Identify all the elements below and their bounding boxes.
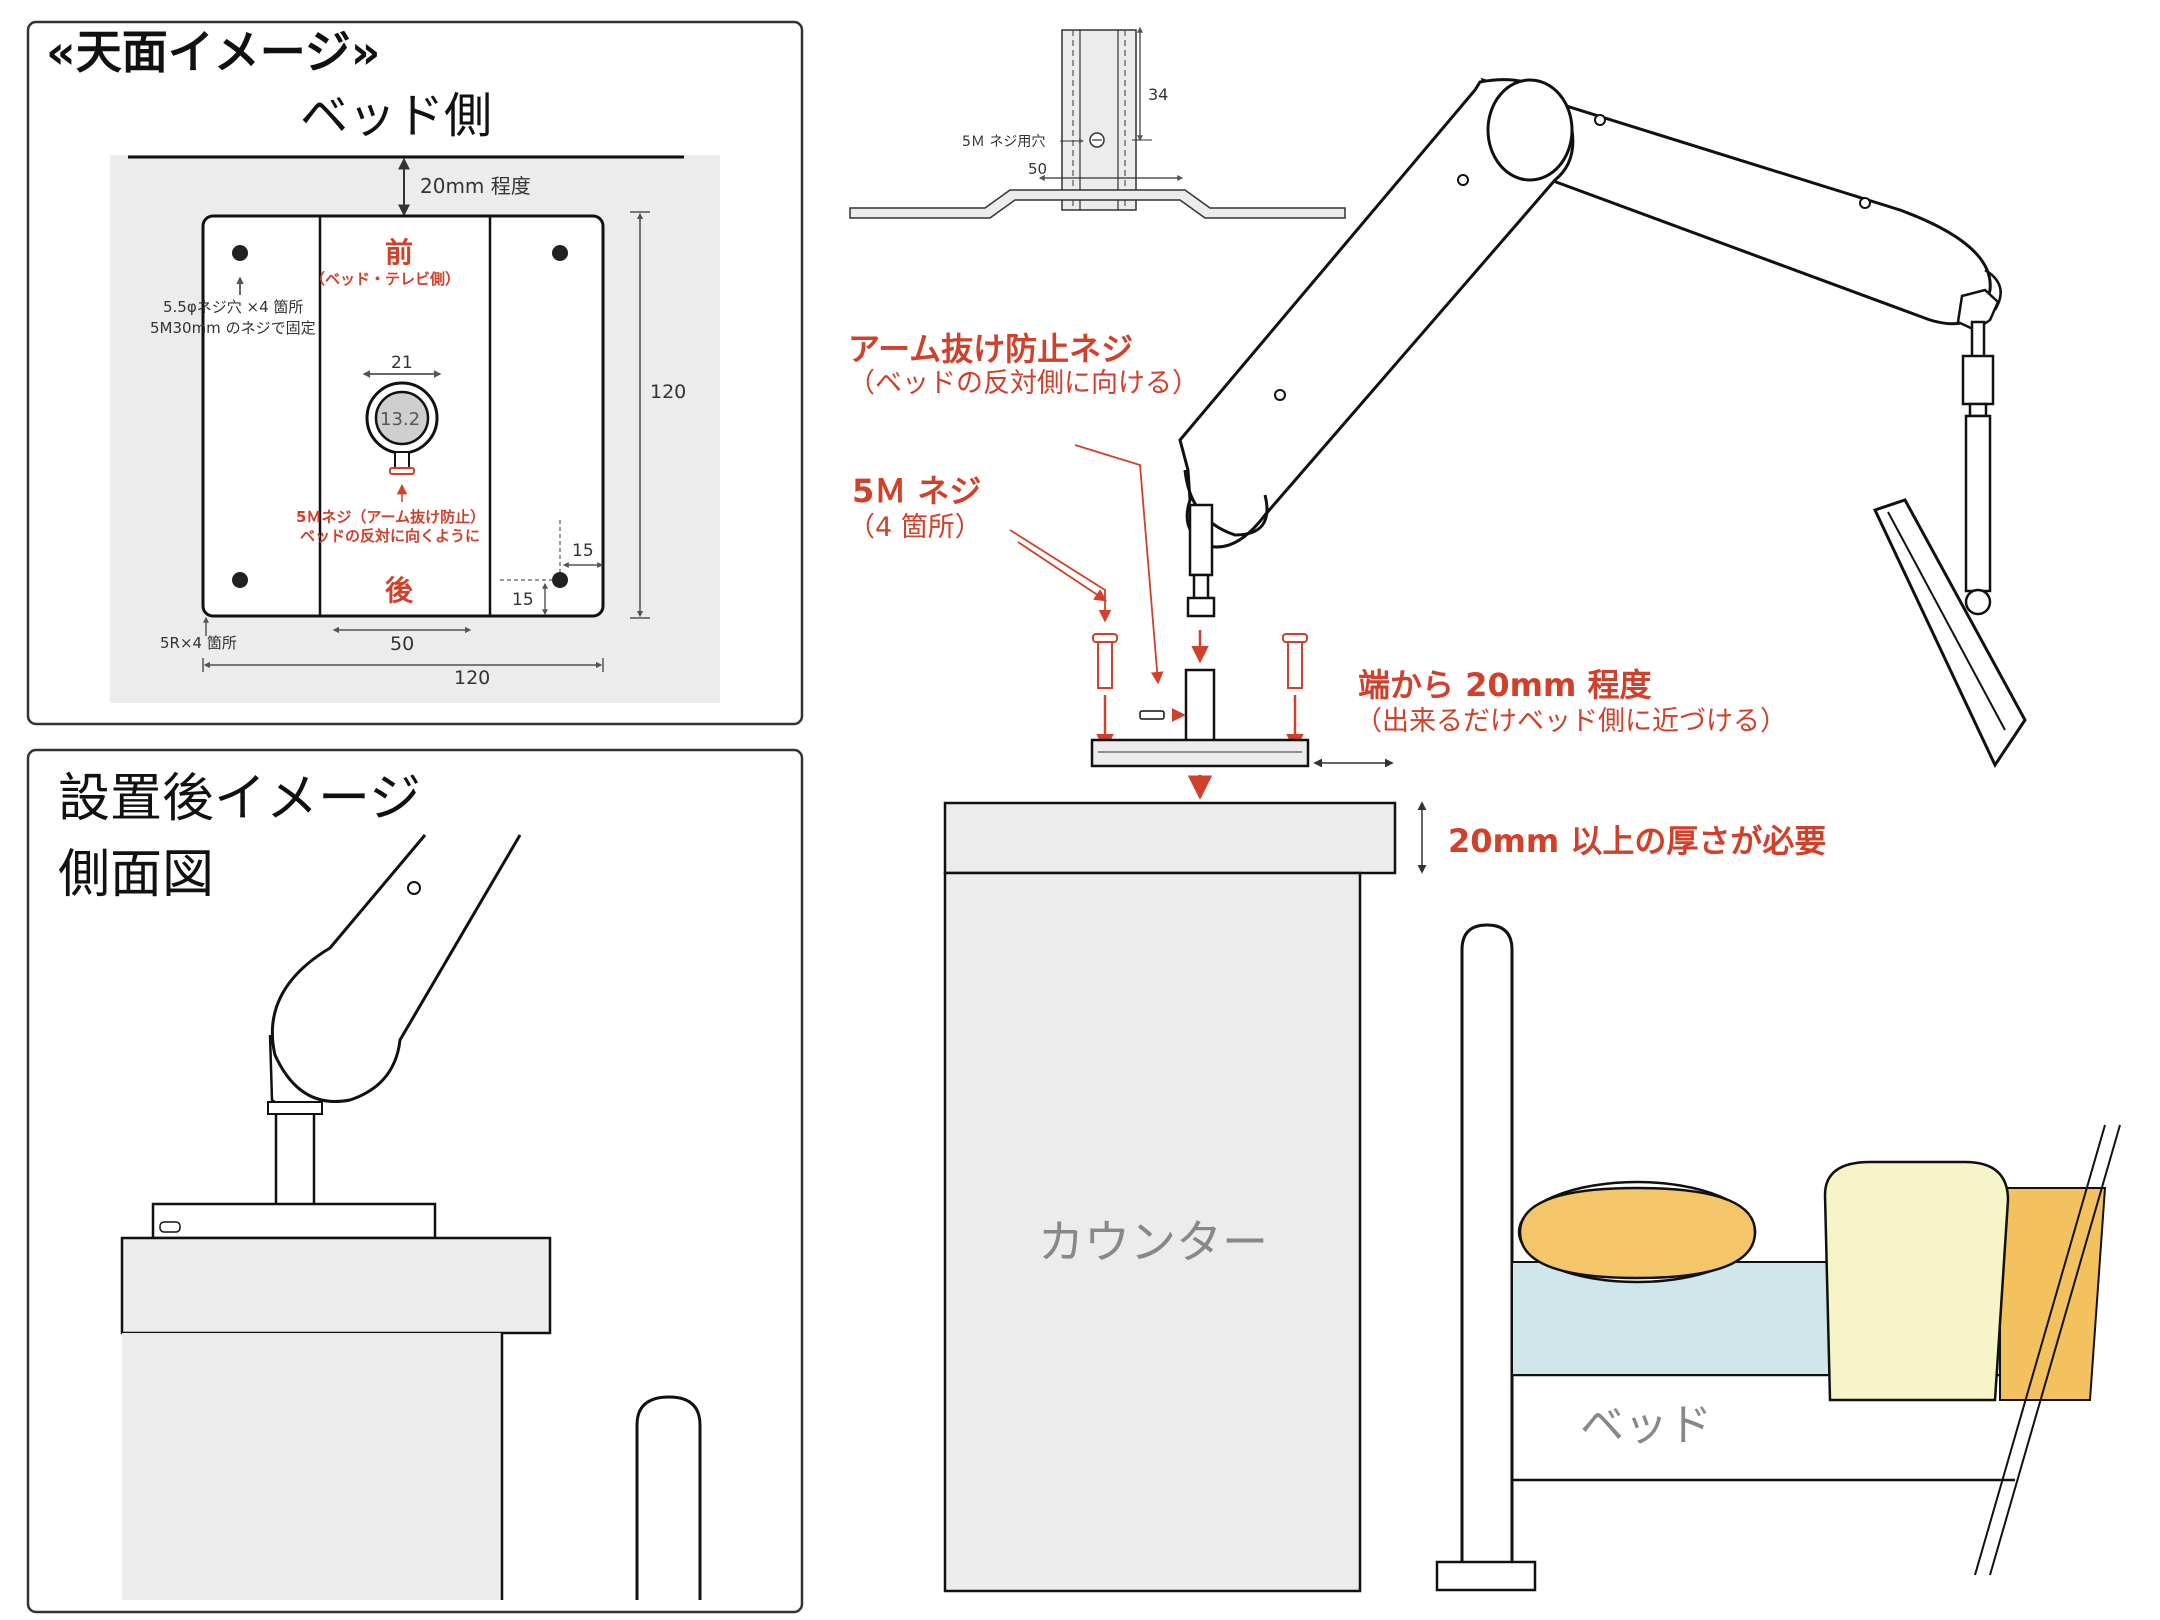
pillow [1518,1186,1757,1280]
side-plate [151,1202,437,1240]
hole-label: 5Ｍ ネジ用穴 [962,134,1045,150]
bed: ベッド [1435,923,2121,1592]
counter-label: カウンター [1038,1215,1268,1269]
m5-sub: （4 箇所） [848,512,982,543]
dim-15-b: 15 [512,590,534,610]
assembly-plate [1090,738,1310,768]
screw-hole-4 [552,572,568,588]
thickness-label: 20mm 以上の厚さが必要 [1448,822,1826,860]
screw-right [1287,637,1303,689]
screw-left [1097,637,1113,689]
m5-title: 5Ｍ ネジ [852,472,981,510]
dim-120-horizontal: 120 [454,667,490,689]
anti-pullout-sub: （ベッドの反対側に向ける） [848,368,1199,399]
detail-dim-50: 50 [1028,160,1047,178]
side-bed-post [635,1395,702,1600]
dim-15-a: 15 [572,541,594,561]
counter-body [943,871,1362,1593]
counter: カウンター [943,801,1397,1593]
gap-label: 20mm 程度 [420,174,531,198]
side-view-title-2: 側面図 [58,845,214,905]
detail-plate-profile [849,189,1346,219]
edge-sub: （出来るだけベッド側に近づける） [1355,706,1787,737]
counter-top [943,801,1397,875]
anti-pullout-title: アーム抜け防止ネジ [848,330,1133,368]
side-view-title-1: 設置後イメージ [58,769,421,829]
side-counter-body [122,1333,502,1600]
screw-hole-3 [232,572,248,588]
dim-21: 21 [391,353,413,373]
cushion [1823,1160,2010,1402]
callouts: アーム抜け防止ネジ （ベッドの反対側に向ける） 5Ｍ ネジ （4 箇所） 端から… [848,330,1826,874]
m5-note-2: ベッドの反対に向くように [300,527,480,545]
radius-note: 5R×4 箇所 [160,634,237,652]
top-view-title: «天面イメージ» [46,25,381,79]
dim-13-2: 13.2 [380,409,420,430]
dim-120-vertical: 120 [650,381,686,403]
screw-hole-note-1: 5.5φネジ穴 ×4 箇所 [163,298,303,316]
side-arm-segment [270,834,522,1103]
arm-illustration [1178,77,2027,769]
m5-note-1: 5Ｍネジ（アーム抜け防止） [296,508,485,526]
bed-side-label: ベッド側 [300,88,492,144]
front-label: 前 [385,236,413,269]
bed-label: ベッド [1580,1400,1712,1451]
side-counter-top [120,1236,552,1335]
side-pole [274,1108,316,1210]
side-view-panel: 設置後イメージ 側面図 [26,748,804,1614]
screw-hole-2 [552,245,568,261]
headboard [1999,1187,2107,1401]
edge-title: 端から 20mm 程度 [1358,666,1652,704]
top-view-panel: «天面イメージ» ベッド側 20mm 程度 前 （ベッド・テレビ側） 5.5φネ… [26,20,804,726]
screw-hole-1 [232,245,248,261]
detail-drawing: 34 5Ｍ ネジ用穴 50 [849,26,1346,219]
bed-post [1460,923,1514,1562]
screw-hole-note-2: 5M30mm のネジで固定 [150,319,316,337]
arm-upper-segment [1480,77,1992,326]
front-sub-label: （ベッド・テレビ側） [310,270,460,288]
back-label: 後 [385,574,414,607]
dim-50: 50 [390,633,414,655]
assembly [1009,444,1394,800]
bed-post-foot [1435,1560,1537,1592]
pipe-socket-inner [374,390,430,446]
dim-34: 34 [1148,85,1168,104]
